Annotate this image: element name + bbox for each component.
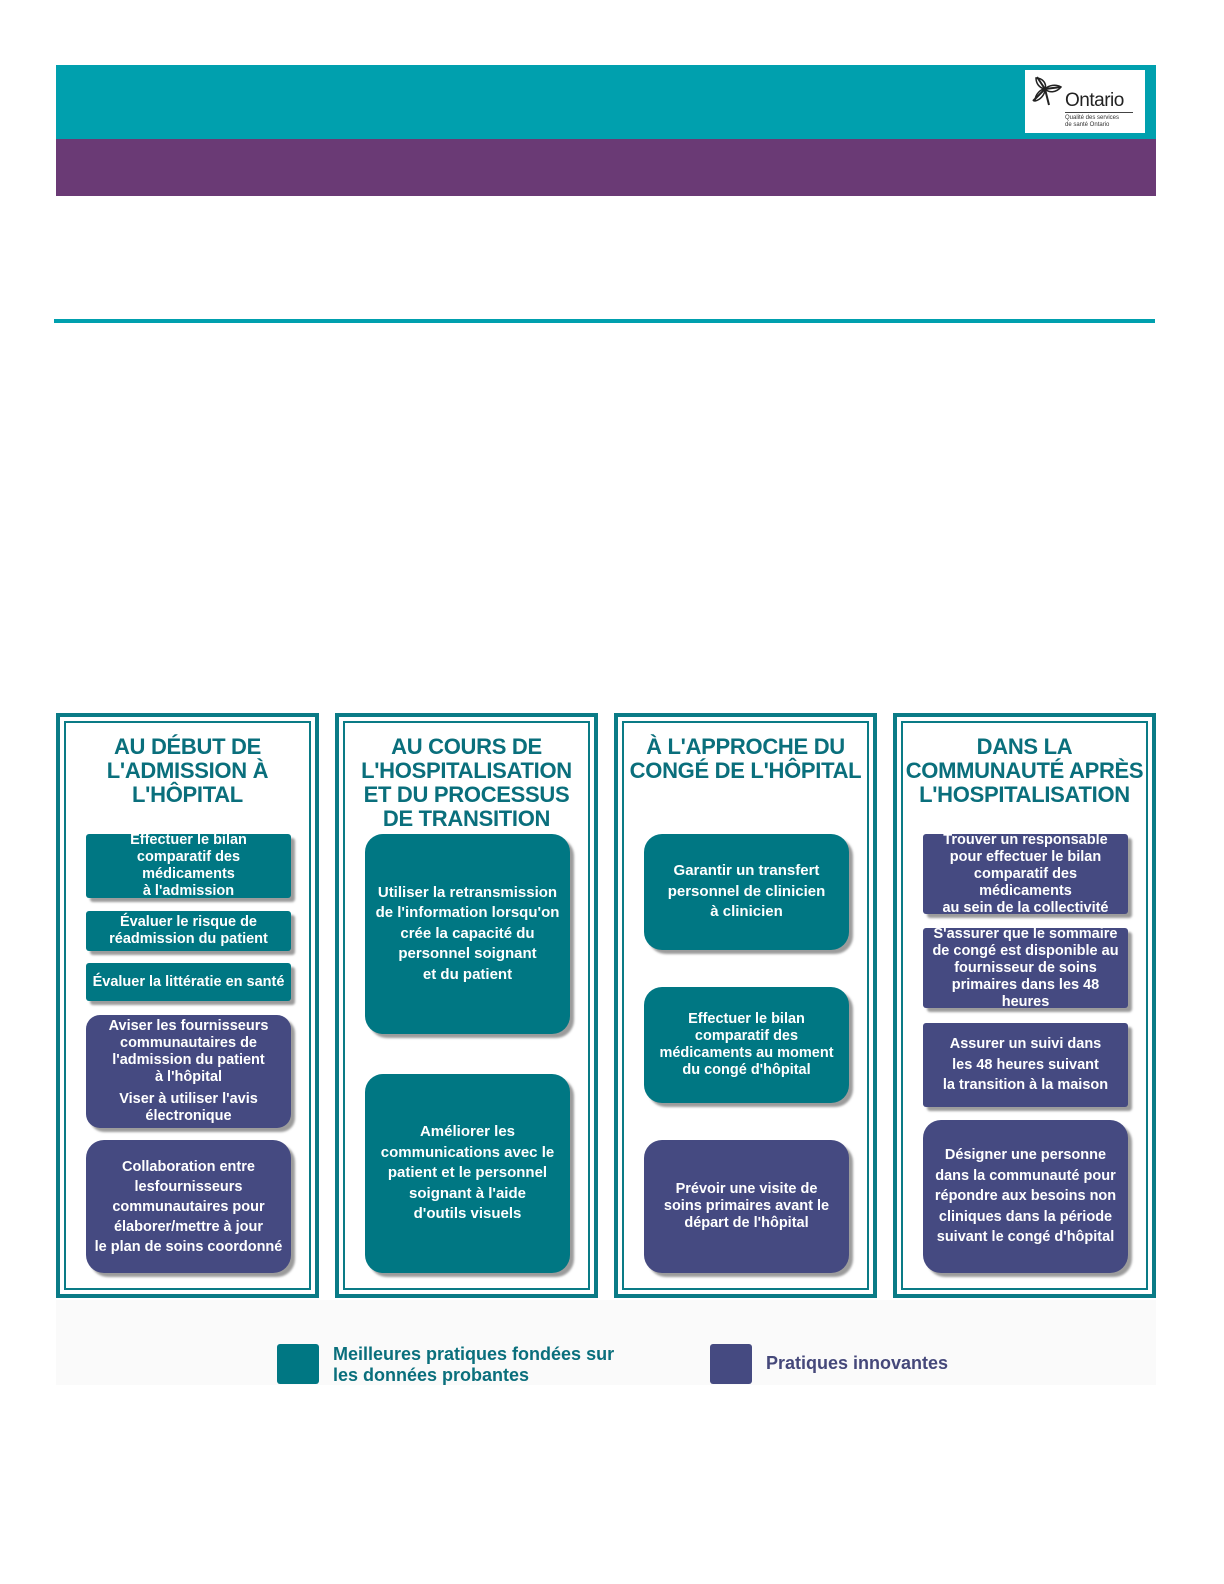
practice-box: Évaluer le risque de réadmission du pati… xyxy=(86,911,291,951)
practice-text: Évaluer la littératie en santé xyxy=(92,973,285,990)
practice-text: Collaboration entre lesfournisseurs comm… xyxy=(94,1158,283,1255)
trillium-icon xyxy=(1032,76,1063,106)
logo-name: Ontario xyxy=(1065,90,1124,111)
practice-text: Trouver un responsable pour effectuer le… xyxy=(942,831,1109,916)
practice-box: Garantir un transfert personnel de clini… xyxy=(644,834,849,950)
column-title: AU DÉBUT DE L'ADMISSION À L'HÔPITAL xyxy=(106,734,269,807)
practice-text: Garantir un transfert personnel de clini… xyxy=(667,862,826,921)
practice-text: Évaluer le risque de réadmission du pati… xyxy=(109,914,268,947)
practice-box: Améliorer les communications avec le pat… xyxy=(365,1074,570,1273)
section-divider xyxy=(54,319,1155,323)
column-hospitalization: AU COURS DE L'HOSPITALISATION ET DU PROC… xyxy=(335,713,598,1298)
practice-text: Prévoir une visite de soins primaires av… xyxy=(663,1181,830,1231)
practice-text: Améliorer les communications avec le pat… xyxy=(380,1123,555,1223)
header-teal-band xyxy=(56,65,1156,139)
practice-box: Utiliser la retransmission de l'informat… xyxy=(365,834,570,1034)
header-purple-band xyxy=(56,139,1156,196)
practice-box: Trouver un responsable pour effectuer le… xyxy=(923,831,1128,916)
legend-swatch-evidence xyxy=(277,1344,319,1384)
practice-box: Assurer un suivi dans les 48 heures suiv… xyxy=(923,1023,1128,1107)
practice-box: Évaluer la littératie en santé xyxy=(86,963,291,1001)
column-title: AU COURS DE L'HOSPITALISATION ET DU PROC… xyxy=(361,734,572,831)
practice-text: Effectuer le bilan comparatif des médica… xyxy=(659,1011,834,1078)
practice-text: Assurer un suivi dans les 48 heures suiv… xyxy=(942,1036,1109,1094)
ontario-logo: Ontario Qualité des services de santé On… xyxy=(1025,70,1145,133)
practice-text: Effectuer le bilan comparatif des médica… xyxy=(130,832,247,899)
practice-box: Prévoir une visite de soins primaires av… xyxy=(644,1140,849,1273)
column-admission: AU DÉBUT DE L'ADMISSION À L'HÔPITAL Effe… xyxy=(56,713,319,1298)
column-title: DANS LA COMMUNAUTÉ APRÈS L'HOSPITALISATI… xyxy=(905,734,1144,807)
legend: Meilleures pratiques fondées sur les don… xyxy=(56,1300,1156,1385)
practice-text: S'assurer que le sommaire de congé est d… xyxy=(932,925,1119,1010)
legend-swatch-innovative xyxy=(710,1344,752,1384)
legend-label-innovative: Pratiques innovantes xyxy=(766,1353,949,1373)
practice-subtext: Viser à utiliser l'avis électronique xyxy=(119,1091,258,1124)
column-community: DANS LA COMMUNAUTÉ APRÈS L'HOSPITALISATI… xyxy=(893,713,1156,1298)
legend-label-evidence: Meilleures pratiques fondées sur les don… xyxy=(333,1344,615,1385)
column-title: À L'APPROCHE DU CONGÉ DE L'HÔPITAL xyxy=(629,734,862,783)
practice-box: Effectuer le bilan comparatif des médica… xyxy=(644,987,849,1103)
practice-box: Désigner une personne dans la communauté… xyxy=(923,1120,1128,1273)
practice-text: Aviser les fournisseurs communautaires d… xyxy=(108,1018,269,1085)
practice-box: S'assurer que le sommaire de congé est d… xyxy=(923,925,1128,1010)
practice-box: Collaboration entre lesfournisseurs comm… xyxy=(86,1140,291,1273)
logo-underline xyxy=(1065,112,1133,113)
practice-box: Aviser les fournisseurs communautaires d… xyxy=(86,1015,291,1128)
practice-text: Utiliser la retransmission de l'informat… xyxy=(375,883,560,983)
practice-text: Désigner une personne dans la communauté… xyxy=(934,1147,1117,1246)
column-discharge: À L'APPROCHE DU CONGÉ DE L'HÔPITAL Garan… xyxy=(614,713,877,1298)
logo-subtitle: Qualité des services de santé Ontario xyxy=(1065,115,1120,128)
practice-box: Effectuer le bilan comparatif des médica… xyxy=(86,832,291,899)
